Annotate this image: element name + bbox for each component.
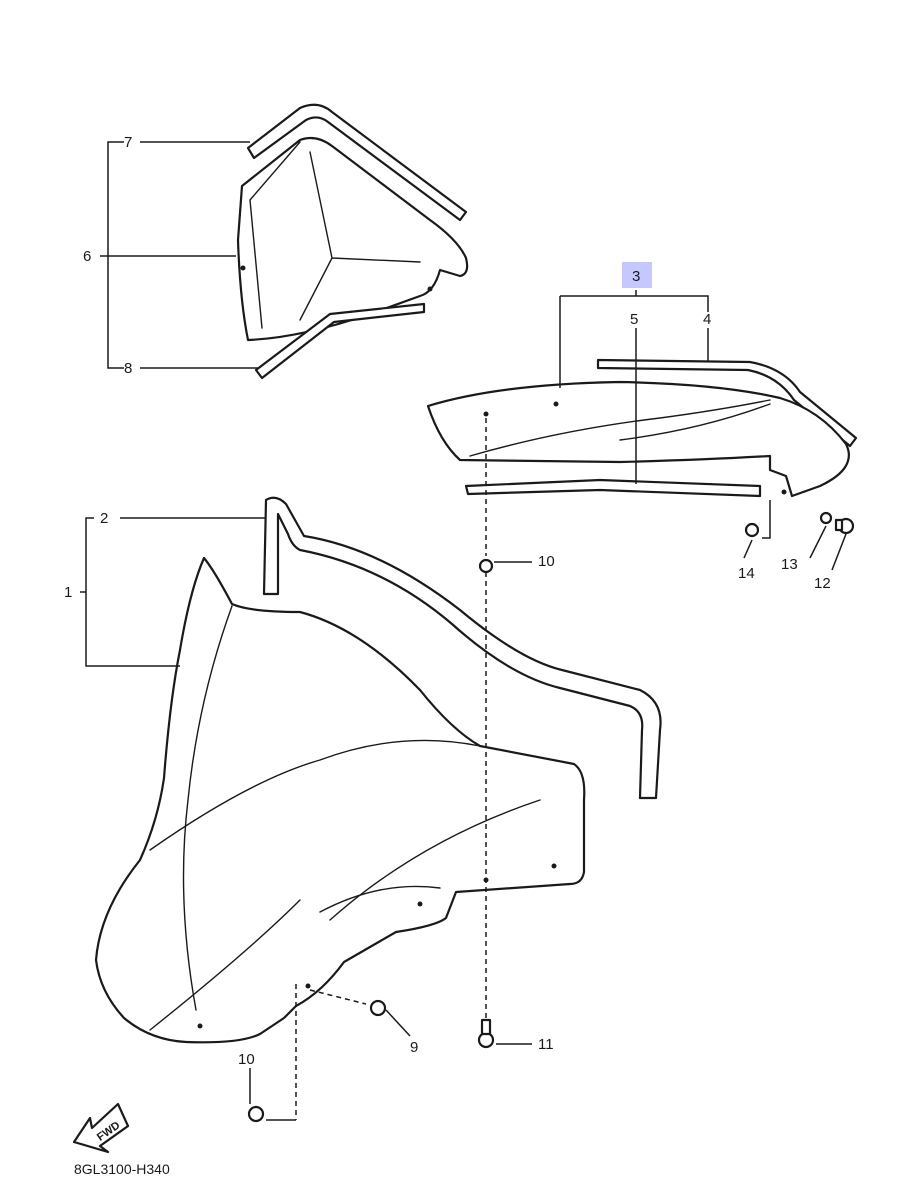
callout-9: 9 [410, 1039, 418, 1056]
visor-assembly [426, 358, 858, 539]
callout-3-highlight [622, 262, 652, 288]
screw-9 [369, 999, 387, 1017]
grommet-10-upper [478, 558, 494, 574]
callout-6: 6 [83, 248, 91, 265]
trim-2 [262, 496, 662, 800]
callout-7: 7 [124, 134, 132, 151]
callout-12: 12 [814, 575, 831, 592]
side-cover-6 [236, 136, 469, 342]
windshield-assembly [94, 418, 662, 1123]
windshield-1 [94, 556, 586, 1044]
callout-1: 1 [64, 584, 72, 601]
strip-7 [246, 103, 468, 222]
washer-13 [819, 511, 833, 525]
strip-4 [596, 358, 858, 448]
strip-8 [254, 302, 426, 380]
fwd-arrow-icon: FWD [72, 1102, 130, 1154]
side-cover-assembly [236, 103, 469, 380]
callout-14: 14 [738, 565, 755, 582]
callout-2: 2 [100, 510, 108, 527]
callout-3: 3 [632, 268, 640, 285]
drawing-code: 8GL3100-H340 [74, 1161, 170, 1177]
strip-5 [464, 478, 762, 498]
callout-5: 5 [630, 311, 638, 328]
grommet-10-lower [247, 1105, 265, 1123]
callout-10-upper: 10 [538, 553, 555, 570]
callout-13: 13 [781, 556, 798, 573]
callout-11: 11 [538, 1036, 554, 1053]
nut-14 [744, 522, 760, 538]
callouts: 7 6 8 3 5 4 14 13 12 2 1 10 9 11 10 [64, 134, 831, 1068]
callout-4: 4 [703, 311, 711, 328]
leader-lines [80, 141, 847, 1104]
callout-10-lower: 10 [238, 1051, 255, 1068]
callout-8: 8 [124, 360, 132, 377]
visor-3 [426, 380, 850, 498]
